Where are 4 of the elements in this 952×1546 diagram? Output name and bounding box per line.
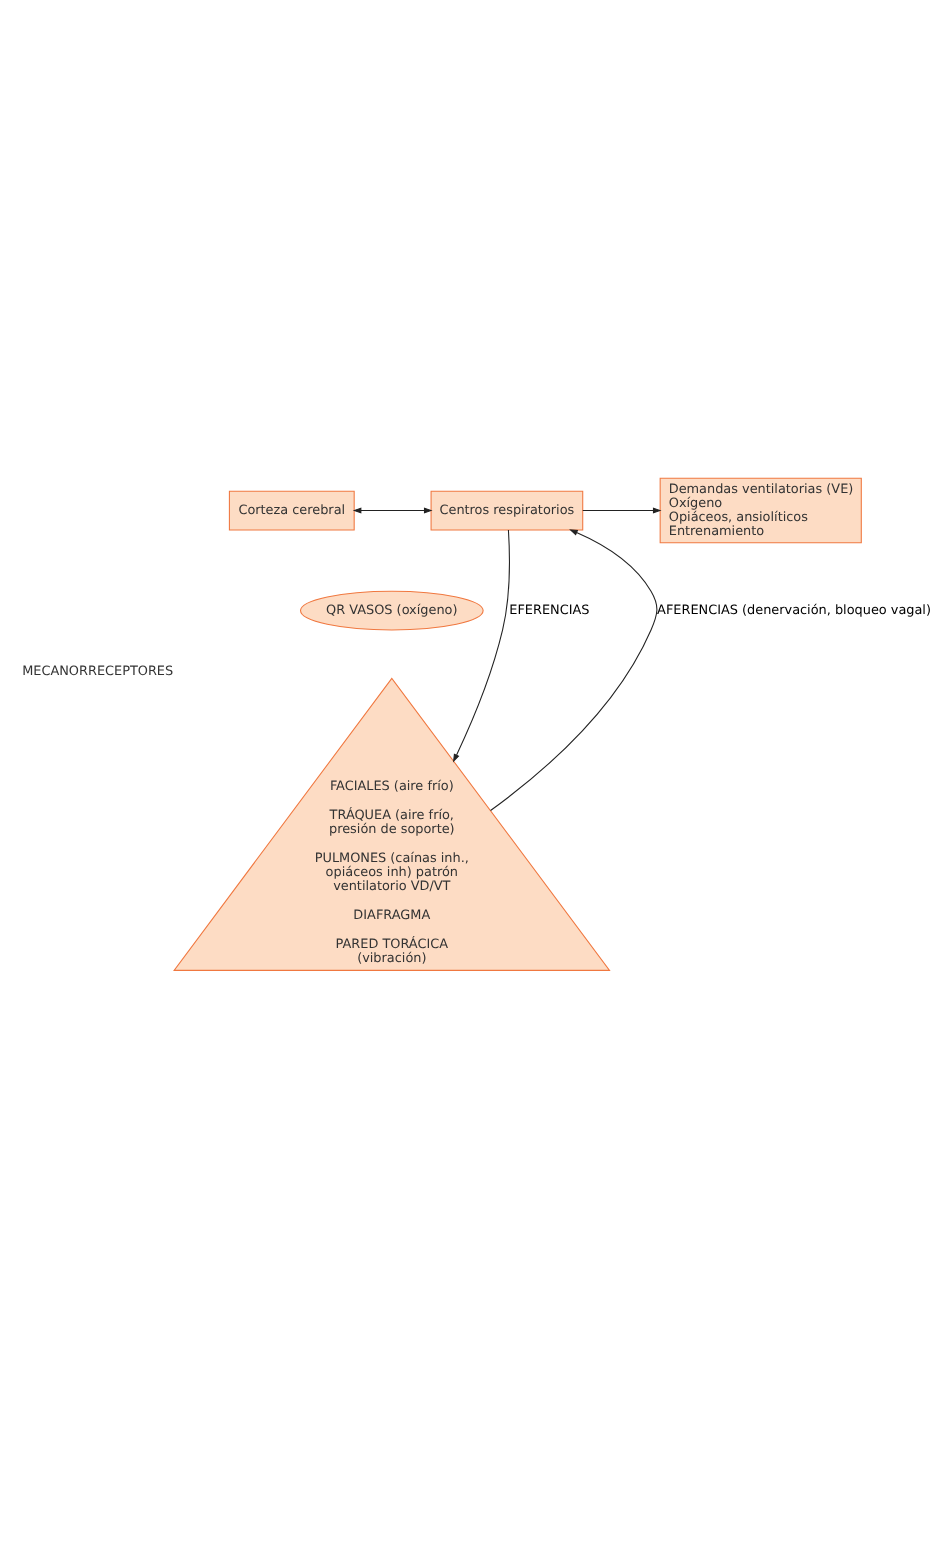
arrow — [490, 529, 658, 812]
arrow — [582, 507, 662, 514]
arrow — [352, 507, 433, 514]
arrow — [452, 529, 510, 763]
